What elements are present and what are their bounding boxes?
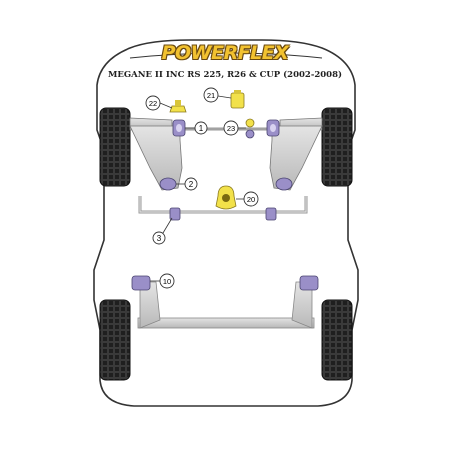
callout-23: 23 [223, 120, 239, 136]
leader-line-3 [162, 217, 173, 234]
rear-left-trailing-arm [139, 281, 161, 329]
bushing-1-right-centre [270, 124, 276, 132]
logo-text: POWERFLEX [161, 42, 289, 64]
top-mount-21 [230, 92, 245, 109]
bushing-1-left-centre [176, 124, 182, 132]
bushing-3-right [265, 207, 277, 221]
bushing-23-upper [245, 118, 255, 128]
front-left-tyre [99, 107, 131, 187]
callout-20: 20 [243, 191, 259, 207]
callout-22-label: 22 [149, 99, 157, 108]
rear-left-tyre [99, 299, 131, 381]
powerflex-logo: POWERFLEX [150, 40, 300, 70]
bushing-2-right [275, 177, 293, 191]
vehicle-model-title: MEGANE II INC RS 225, R26 & CUP (2002-20… [107, 70, 343, 80]
leader-line-22 [159, 102, 173, 109]
rear-right-tyre [321, 299, 353, 381]
callout-3: 3 [152, 231, 166, 245]
callout-1-label: 1 [199, 124, 204, 133]
bushing-2-left [159, 177, 177, 191]
callout-10: 10 [159, 273, 175, 289]
callout-10-label: 10 [163, 277, 171, 286]
bump-stop-22 [169, 105, 187, 113]
callout-3-label: 3 [157, 234, 162, 243]
engine-mount-insert-20-hole [222, 194, 230, 202]
anti-roll-bar-highlight [139, 196, 307, 213]
bushing-23-lower [245, 129, 255, 139]
callout-21-label: 21 [207, 91, 215, 100]
callout-21: 21 [203, 87, 219, 103]
bushing-10-right [299, 275, 319, 291]
callout-23-label: 23 [227, 124, 235, 133]
rear-beam-axle [137, 317, 315, 329]
top-mount-21-cap [234, 90, 241, 94]
windscreen-line [129, 52, 323, 59]
callout-22: 22 [145, 95, 161, 111]
callout-2-label: 2 [189, 180, 194, 189]
front-right-tyre [321, 107, 353, 187]
callout-1: 1 [194, 121, 208, 135]
bushing-3-left [169, 207, 181, 221]
bump-stop-22-stem [175, 100, 181, 106]
leader-line-21 [217, 95, 232, 99]
bushing-10-left [131, 275, 151, 291]
car-body-outline [93, 39, 359, 407]
callout-2: 2 [184, 177, 198, 191]
callout-20-label: 20 [247, 195, 255, 204]
